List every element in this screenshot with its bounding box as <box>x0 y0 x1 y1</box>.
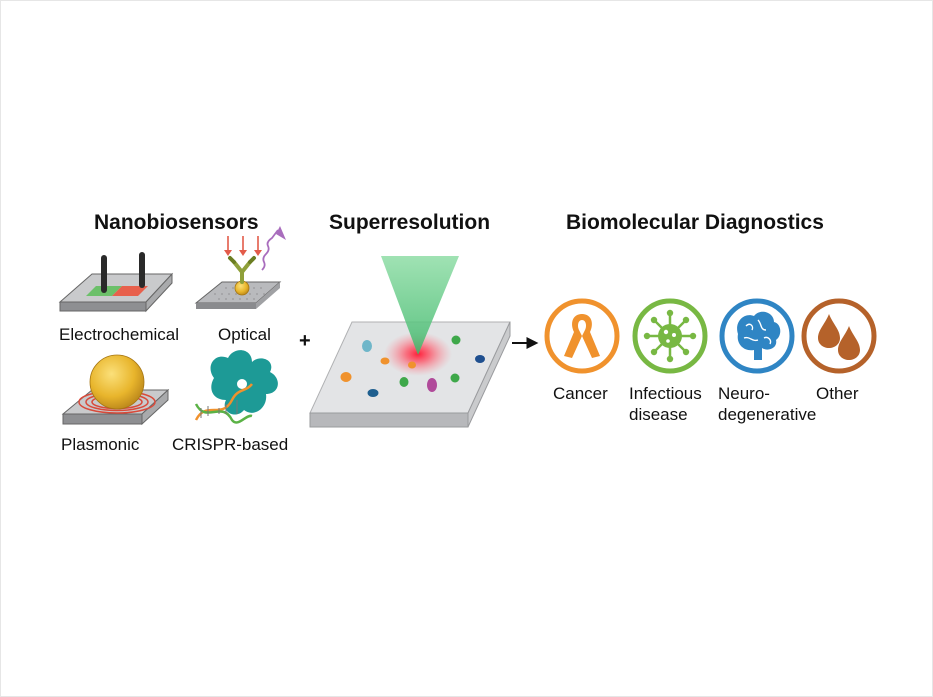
superresolution-heading: Superresolution <box>329 211 491 234</box>
dna-helix-icon <box>194 383 253 424</box>
fluorescent-molecules <box>340 335 485 397</box>
crispr-label: CRISPR-based <box>172 435 289 454</box>
cancer-ribbon-icon <box>544 298 620 374</box>
plasmonic-label: Plasmonic <box>61 435 140 454</box>
electrochemical-label: Electrochemical <box>59 325 179 344</box>
infectious-virus-icon <box>632 298 708 374</box>
cancer-label: Cancer <box>553 384 608 403</box>
infectious-label-line1: Infectious <box>629 384 702 403</box>
crispr-sensor-illustration <box>194 350 278 424</box>
diagnostics-heading: Biomolecular Diagnostics <box>566 211 824 234</box>
electrochemical-sensor-illustration <box>58 252 174 313</box>
plasmonic-sensor-illustration <box>61 354 170 426</box>
neuro-label-line1: Neuro- <box>718 384 770 403</box>
optical-sensor-illustration <box>194 226 286 309</box>
neurodegenerative-brain-icon <box>719 298 795 374</box>
optical-label: Optical <box>218 325 271 344</box>
superresolution-illustration <box>309 256 511 428</box>
infectious-label-line2: disease <box>629 405 688 424</box>
other-droplets-icon <box>801 298 877 374</box>
plus-sign: + <box>299 330 311 352</box>
neuro-label-line2: degenerative <box>718 405 817 424</box>
nanobiosensors-heading: Nanobiosensors <box>94 211 259 234</box>
other-label: Other <box>816 384 859 403</box>
